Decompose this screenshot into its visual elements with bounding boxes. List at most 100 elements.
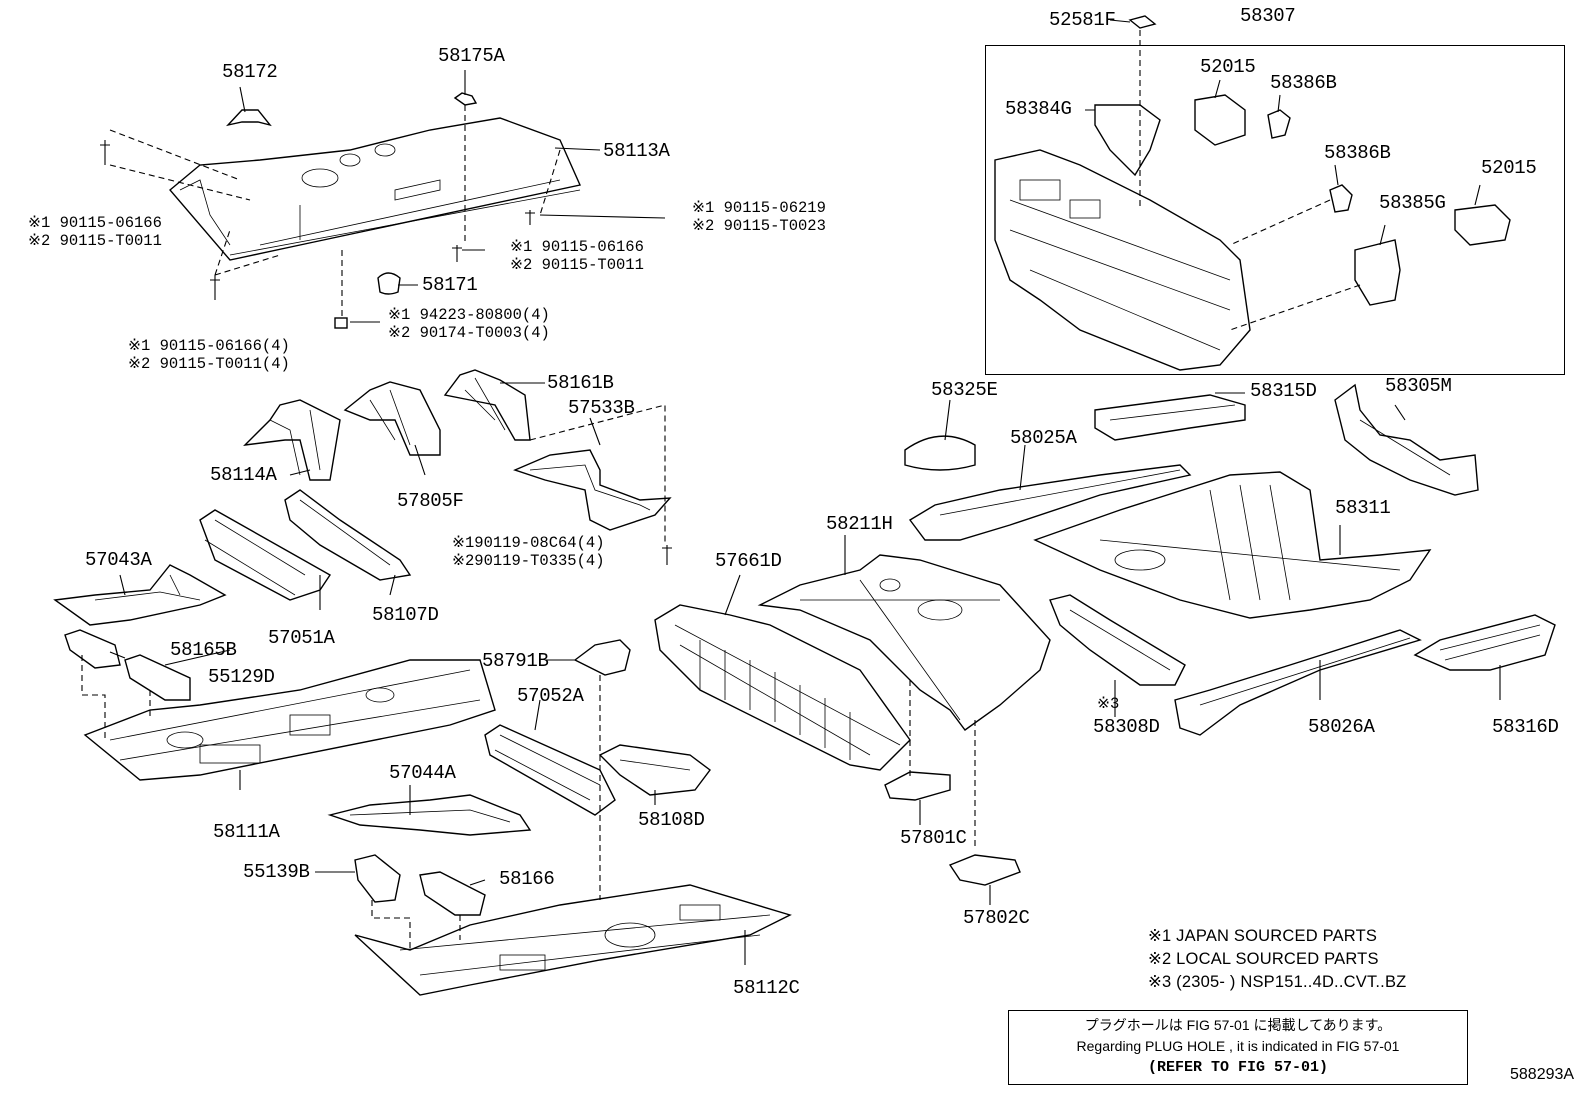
part-label[interactable]: 58172 (222, 61, 278, 83)
part-58171 (377, 272, 401, 295)
part-58025A (908, 464, 1192, 541)
part-label[interactable]: 58316D (1492, 716, 1559, 738)
fastener-line: ※2 90115-T0011 (28, 232, 162, 250)
part-label[interactable]: 55129D (208, 666, 275, 688)
part-52581F (1128, 15, 1157, 29)
part-57802C (948, 854, 1021, 886)
fastener-line: ※1 90115-06166 (28, 214, 162, 232)
part-label[interactable]: 58308D (1093, 716, 1160, 738)
part-label[interactable]: 58386B (1270, 72, 1337, 94)
part-label[interactable]: 58791B (482, 650, 549, 672)
part-58175A (453, 92, 478, 106)
part-label[interactable]: 58315D (1250, 380, 1317, 402)
fastener-label[interactable]: ※1 90115-06219※2 90115-T0023 (692, 199, 826, 235)
part-label[interactable]: 58114A (210, 464, 277, 486)
part-label[interactable]: 58113A (603, 140, 670, 162)
part-label[interactable]: 58165B (170, 639, 237, 661)
part-nut (334, 317, 348, 329)
fastener-line: ※2 90115-T0011 (510, 256, 644, 274)
leader-lines-top (109, 70, 666, 323)
bolts-top (100, 140, 672, 565)
part-label[interactable]: 57043A (85, 549, 152, 571)
part-58166 (419, 871, 486, 916)
part-label[interactable]: 58161B (547, 372, 614, 394)
fastener-line: ※1 90115-06219 (692, 199, 826, 217)
part-label[interactable]: 57802C (963, 907, 1030, 929)
part-58112C (354, 884, 792, 996)
part-label[interactable]: 58386B (1324, 142, 1391, 164)
part-label[interactable]: 57533B (568, 397, 635, 419)
note-3: ※3 (2305- ) NSP151..4D..CVT..BZ (1148, 973, 1407, 991)
part-label[interactable]: 52015 (1481, 157, 1537, 179)
fastener-line: ※290119-T0335(4) (452, 552, 605, 570)
part-label[interactable]: 58112C (733, 977, 800, 999)
drawing-number: 588293A (1510, 1066, 1575, 1083)
part-label[interactable]: 52015 (1200, 56, 1256, 78)
plug-note-english: Regarding PLUG HOLE , it is indicated in… (1076, 1038, 1400, 1054)
leader-dash-left (81, 655, 151, 740)
part-label[interactable]: 58111A (213, 821, 280, 843)
leader-dash-sub (1139, 30, 1361, 331)
part-57052A (484, 724, 616, 816)
part-58386B-b (1329, 184, 1353, 213)
part-label[interactable]: 58385G (1379, 192, 1446, 214)
leader-dash-brackets (529, 404, 666, 545)
part-58311 (1033, 471, 1432, 619)
note-local: ※2 LOCAL SOURCED PARTS (1148, 950, 1379, 968)
part-label[interactable]: 58026A (1308, 716, 1375, 738)
part-label[interactable]: 58108D (638, 809, 705, 831)
fastener-label[interactable]: ※1 90115-06166(4)※2 90115-T0011(4) (128, 337, 290, 373)
part-58026A (1174, 629, 1422, 736)
part-label[interactable]: 58305M (1385, 375, 1452, 397)
part-label[interactable]: 57044A (389, 762, 456, 784)
part-label[interactable]: 58175A (438, 45, 505, 67)
fastener-line: ※2 90174-T0003(4) (388, 324, 550, 342)
part-58107D (284, 489, 412, 581)
part-label[interactable]: 58325E (931, 379, 998, 401)
part-label[interactable]: 58107D (372, 604, 439, 626)
part-57043A (53, 564, 227, 626)
fastener-label[interactable]: ※190119-08C64(4)※290119-T0335(4) (452, 534, 605, 570)
leader-dash-rear (909, 680, 976, 850)
part-58316D (1413, 614, 1556, 671)
part-58791B (573, 639, 631, 676)
fastener-line: ※1 90115-06166 (510, 238, 644, 256)
part-label[interactable]: 58311 (1335, 497, 1391, 519)
fastener-line: ※1 90115-06166(4) (128, 337, 290, 355)
part-58385G (1354, 239, 1401, 306)
part-58305M (1334, 383, 1479, 496)
part-label[interactable]: 58166 (499, 868, 555, 890)
source-notes: ※1 JAPAN SOURCED PARTS ※2 LOCAL SOURCED … (1148, 925, 1406, 994)
part-label[interactable]: 58307 (1240, 5, 1296, 27)
part-label[interactable]: 52581F (1049, 9, 1116, 31)
leader-dash-middle (371, 675, 601, 950)
part-55139B (354, 854, 401, 903)
part-58307-panel (994, 149, 1251, 371)
fastener-label[interactable]: ※1 90115-06166※2 90115-T0011 (510, 238, 644, 274)
plug-note-refer-link[interactable]: (REFER TO FIG 57-01) (1147, 1059, 1329, 1076)
part-label[interactable]: 57805F (397, 490, 464, 512)
part-57661D (654, 604, 911, 771)
part-label[interactable]: 57052A (517, 685, 584, 707)
part-label[interactable]: 58384G (1005, 98, 1072, 120)
part-58108D (598, 744, 711, 796)
part-57533B (513, 449, 672, 531)
part-57801C (884, 771, 951, 801)
part-58161B (443, 369, 531, 441)
plug-note-japanese: プラグホールは FIG 57-01 に掲載してあります。 (1084, 1017, 1392, 1033)
part-52015-b (1454, 204, 1511, 246)
part-label[interactable]: 58211H (826, 513, 893, 535)
fastener-label[interactable]: ※1 90115-06166※2 90115-T0011 (28, 214, 162, 250)
part-58165B (64, 629, 121, 669)
fastener-label[interactable]: ※1 94223-80800(4)※2 90174-T0003(4) (388, 306, 550, 342)
plug-hole-note-box: プラグホールは FIG 57-01 に掲載してあります。 Regarding P… (1008, 1010, 1468, 1085)
part-label[interactable]: 57661D (715, 550, 782, 572)
part-58172 (225, 109, 272, 127)
fastener-line: ※2 90115-T0023 (692, 217, 826, 235)
part-label[interactable]: 57801C (900, 827, 967, 849)
part-label[interactable]: 55139B (243, 861, 310, 883)
part-label[interactable]: 58171 (422, 274, 478, 296)
part-label[interactable]: 57051A (268, 627, 335, 649)
part-52015-a (1194, 94, 1246, 146)
part-label[interactable]: 58025A (1010, 427, 1077, 449)
